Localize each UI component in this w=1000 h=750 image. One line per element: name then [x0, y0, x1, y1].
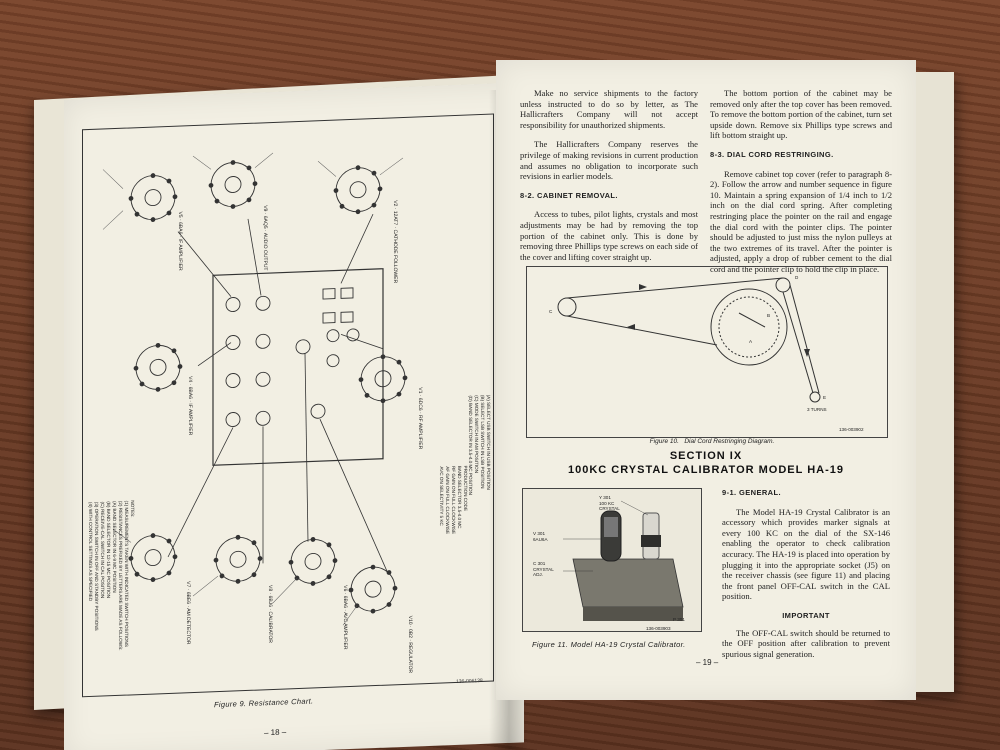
tube-label-v9: V9 · 6AQ5 · AUDIO OUTPUT — [262, 205, 268, 271]
label-b: B — [767, 313, 771, 318]
figure-10-part-number: 136-003902 — [839, 427, 864, 432]
label-a: A — [749, 339, 753, 344]
label-e: E — [823, 395, 827, 400]
tube-sockets — [130, 162, 406, 612]
dial-cord-heading: 8-3. DIAL CORD RESTRINGING. — [710, 149, 834, 159]
bottom-cabinet-paragraph: The bottom portion of the cabinet may be… — [710, 88, 892, 141]
label-v301: V 301 6AU6A — [533, 531, 548, 542]
dial-cord-diagram: C D E A B 3 TURNS Figure 10. Dial Cord R… — [526, 266, 888, 444]
resistance-chart-drawing — [102, 152, 408, 626]
dial-cord-paragraph: Remove cabinet top cover (refer to parag… — [710, 168, 892, 274]
chassis-outline — [212, 268, 384, 466]
tube-label-v5: V5 · 6BA6 · IF AMPLIFIER — [177, 211, 183, 271]
switch-notes: (A) SELECT USB SWITCH IN USB POSITION (B… — [468, 394, 491, 495]
important-heading: IMPORTANT — [782, 610, 830, 620]
tube-label-v4: V4 · 6BA6 · IF AMPLIFIER — [187, 376, 193, 436]
page-number-right: – 19 – — [696, 658, 719, 667]
label-p301: P 301 — [673, 617, 685, 622]
resistance-chart: V5 · 6BA6 · IF AMPLIFIER V9 · 6AQ5 · AUD… — [82, 113, 494, 698]
label-three-turns: 3 TURNS — [807, 407, 827, 412]
label-c: C — [549, 309, 553, 314]
open-book: V5 · 6BA6 · IF AMPLIFIER V9 · 6AQ5 · AUD… — [34, 60, 954, 750]
calibrator-illustration — [563, 500, 684, 621]
tube-label-v8: V8 · 6BJ6 · CALIBRATOR — [267, 584, 273, 644]
tube-label-v7: V7 · 6BE6 · AM DETECTOR — [185, 581, 191, 645]
tube-label-v2: V2 · 12AT7 · CATHODE FOLLOWER — [392, 200, 398, 284]
figure-10-caption: Figure 10. Dial Cord Restringing Diagram… — [649, 438, 775, 445]
label-d: D — [795, 275, 799, 280]
revisions-paragraph: The Hallicrafters Company reserves the p… — [520, 139, 698, 182]
important-paragraph: The OFF-CAL switch should be returned to… — [722, 627, 890, 659]
figure-9-caption: Figure 9. Resistance Chart. — [214, 696, 314, 710]
page-number-left: – 18 – — [264, 727, 287, 738]
label-y301: Y 301 100 KC CRYSTAL — [599, 495, 620, 511]
service-shipments-paragraph: Make no service shipments to the factory… — [520, 88, 698, 130]
right-column-1: Make no service shipments to the factory… — [520, 88, 698, 271]
section-number: SECTION IX — [669, 450, 743, 462]
right-column-2-lower: 9-1. GENERAL. The Model HA-19 Crystal Ca… — [722, 488, 890, 668]
chassis-sockets — [225, 287, 360, 427]
right-page: Make no service shipments to the factory… — [496, 60, 916, 700]
general-paragraph: The Model HA-19 Crystal Calibrator is an… — [722, 506, 890, 602]
pointer-lines — [167, 213, 389, 574]
left-page: V5 · 6BA6 · IF AMPLIFIER V9 · 6AQ5 · AUD… — [64, 82, 524, 750]
tube-label-v6: V6 · 6BA6 · AVC AMPLIFIER — [342, 585, 348, 650]
dial-cord-drawing — [557, 277, 821, 403]
general-heading: 9-1. GENERAL. — [722, 488, 781, 497]
figure-11-caption: Figure 11. Model HA-19 Crystal Calibrato… — [532, 640, 686, 649]
right-column-2: The bottom portion of the cabinet may be… — [710, 88, 892, 284]
figure-11-part-number: 136-003903 — [646, 626, 671, 631]
tube-label-v1: V1 · 6DC6 · RF AMPLIFIER — [417, 387, 423, 450]
tube-label-v10: V10 · 0B2 · REGULATOR — [407, 615, 413, 674]
section-title: 100KC CRYSTAL CALIBRATOR MODEL HA-19 — [568, 464, 844, 476]
crystal-calibrator-photo: Y 301 100 KC CRYSTAL V 301 6AU6A C 301 C… — [522, 488, 702, 632]
cabinet-removal-paragraph: Access to tubes, pilot lights, crystals … — [520, 209, 698, 262]
chart-notes: NOTES: (1) MEASUREMENTS TAKEN WITH INDIC… — [88, 500, 135, 651]
production-notes: PRODUCTION CODE BAND SELECTOR 3.5-4.0 MC… — [439, 465, 468, 535]
value-leaders — [102, 152, 404, 626]
tube-pins — [128, 160, 408, 614]
figure-9-part-number: 136-006138 — [456, 677, 483, 685]
cabinet-removal-heading: 8-2. CABINET REMOVAL. — [520, 190, 618, 200]
label-c301: C 301 CRYSTAL ADJ. — [533, 561, 554, 577]
